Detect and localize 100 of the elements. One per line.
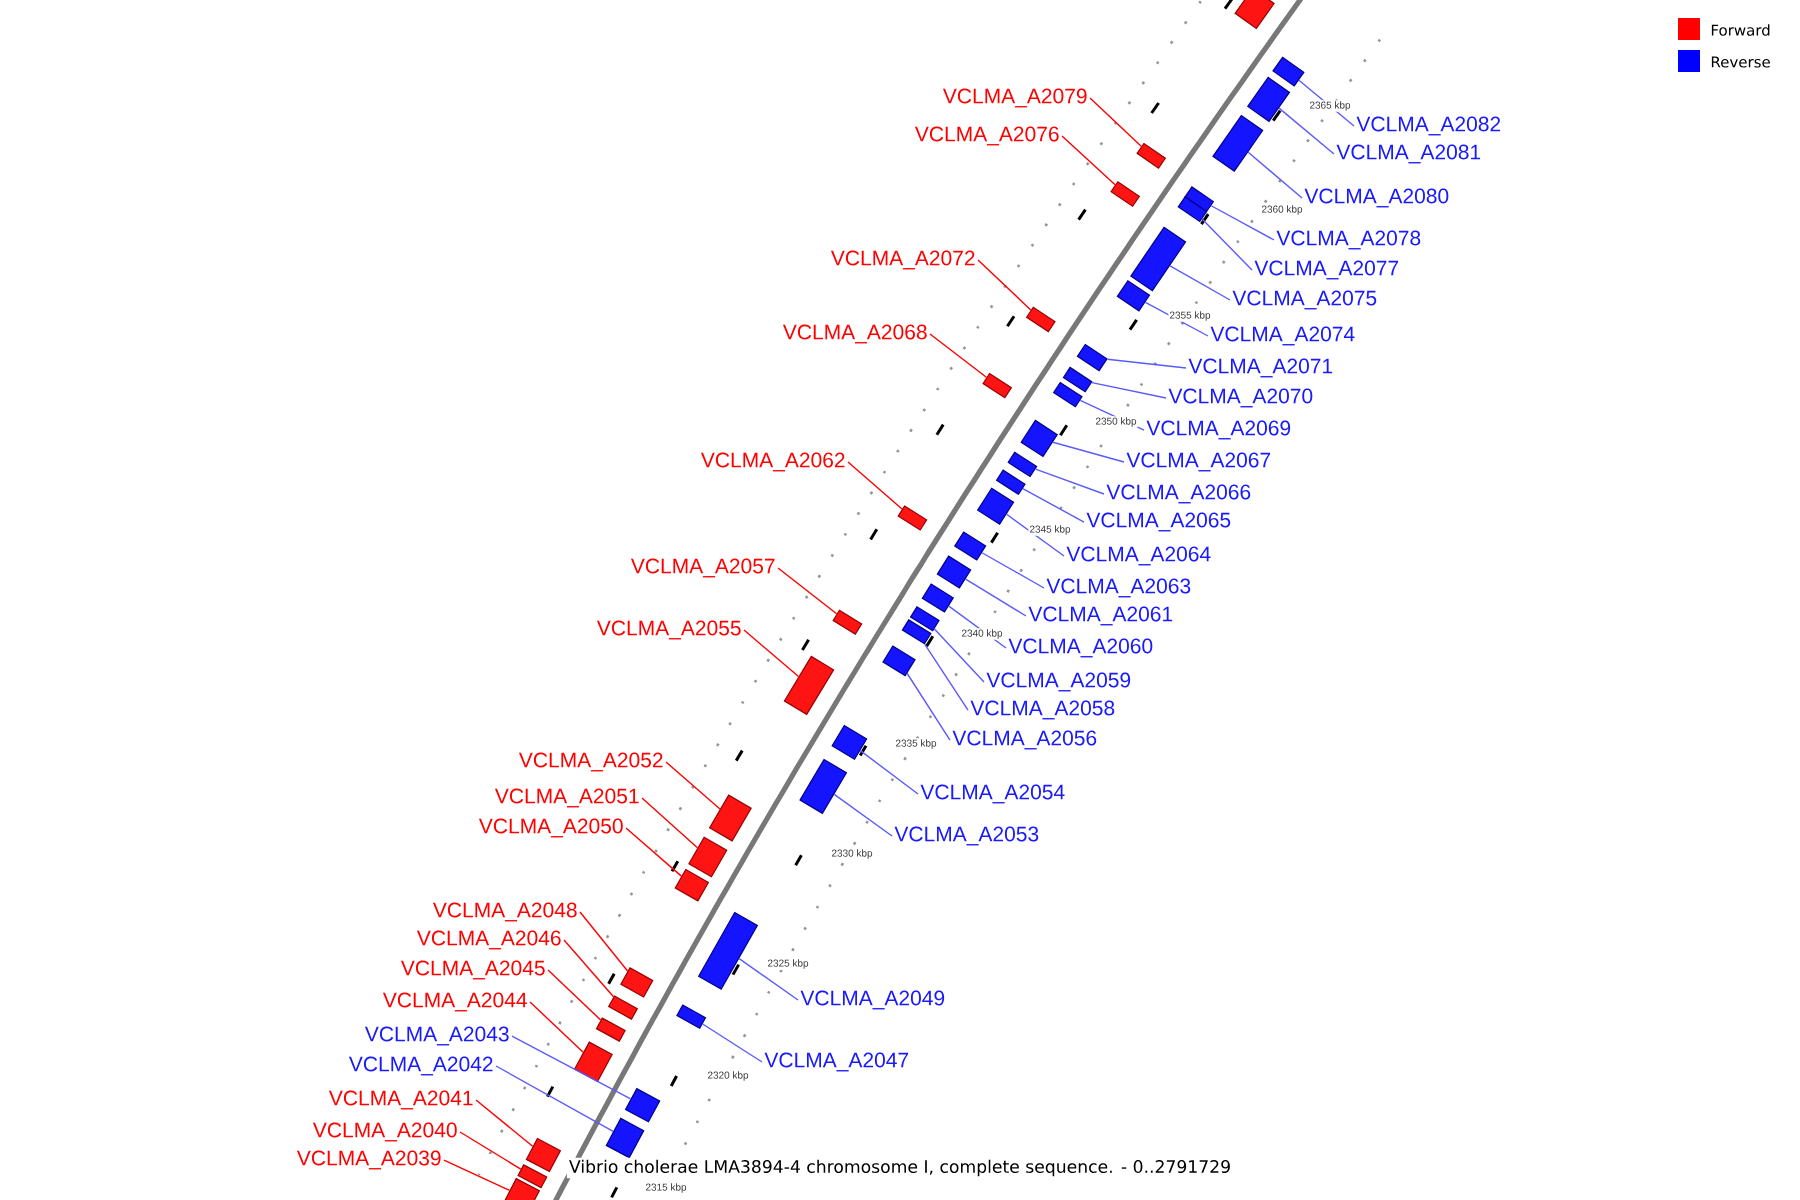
- gene-block: [595, 1017, 626, 1042]
- gene-label: VCLMA_A2059: [986, 672, 1131, 692]
- gene-block: [1007, 451, 1038, 478]
- leader-line: [948, 605, 1007, 649]
- gene-label: VCLMA_A2068: [782, 324, 927, 344]
- leader-line: [738, 957, 799, 1001]
- leader-line: [1005, 513, 1065, 557]
- gene-block: [674, 868, 710, 902]
- leader-line: [906, 672, 951, 741]
- gene-label: VCLMA_A2058: [970, 700, 1115, 720]
- leader-line: [859, 749, 919, 795]
- leader-line: [933, 628, 985, 683]
- gene-block: [921, 583, 955, 613]
- gene-label: VCLMA_A2048: [432, 902, 577, 922]
- leader-line: [977, 259, 1032, 311]
- gene-label: VCLMA_A2070: [1168, 388, 1313, 408]
- leader-line: [1034, 468, 1105, 495]
- leader-line: [1247, 151, 1303, 199]
- gene-block: [1062, 366, 1093, 393]
- gene-block: [1076, 343, 1108, 372]
- leader-line: [833, 793, 893, 837]
- gene-block: [676, 1004, 707, 1029]
- leader-line: [1022, 488, 1085, 523]
- gene-block: [1184, 186, 1215, 213]
- leader-line: [529, 1001, 584, 1053]
- gene-label: VCLMA_A2077: [1254, 260, 1399, 280]
- leader-line: [443, 1159, 511, 1192]
- leader-line: [1079, 399, 1145, 431]
- gene-label: VCLMA_A2057: [630, 558, 775, 578]
- gene-label: VCLMA_A2039: [296, 1150, 441, 1170]
- gene-label: VCLMA_A2050: [478, 818, 623, 838]
- gene-block: [901, 619, 932, 645]
- leader-line: [579, 911, 629, 972]
- leader-line: [1089, 97, 1142, 148]
- gene-label: VCLMA_A2056: [952, 730, 1097, 750]
- leader-line: [1278, 107, 1335, 155]
- gene-block: [605, 1117, 645, 1159]
- gene-label: VCLMA_A2063: [1046, 578, 1191, 598]
- leader-line: [1106, 358, 1187, 369]
- gene-block: [897, 505, 928, 531]
- leader-line: [847, 461, 903, 510]
- gene-label: VCLMA_A2049: [800, 990, 945, 1010]
- leader-line: [563, 939, 615, 998]
- gene-block: [1272, 56, 1305, 87]
- leader-line: [511, 1035, 632, 1100]
- leader-line: [475, 1099, 534, 1147]
- leader-line: [981, 552, 1045, 589]
- gene-label: VCLMA_A2082: [1356, 116, 1501, 136]
- leader-line: [1210, 205, 1275, 241]
- gene-block: [982, 372, 1013, 399]
- leader-line: [964, 578, 1027, 617]
- gene-label: VCLMA_A2062: [700, 452, 845, 472]
- gene-block: [688, 836, 728, 878]
- gene-block: [936, 555, 972, 589]
- gene-label: VCLMA_A2081: [1336, 144, 1481, 164]
- leader-line: [777, 567, 838, 615]
- gene-label: VCLMA_A2066: [1106, 484, 1251, 504]
- gene-label: VCLMA_A2042: [348, 1056, 493, 1076]
- gene-label: VCLMA_A2069: [1146, 420, 1291, 440]
- leader-line: [495, 1065, 614, 1133]
- gene-label: VCLMA_A2045: [400, 960, 545, 980]
- gene-label: VCLMA_A2047: [764, 1052, 909, 1072]
- gene-label: VCLMA_A2067: [1126, 452, 1271, 472]
- gene-label: VCLMA_A2075: [1232, 290, 1377, 310]
- gene-label: VCLMA_A2079: [942, 88, 1087, 108]
- gene-block: [1136, 142, 1167, 169]
- gene-block: [1177, 196, 1208, 223]
- leader-line: [1201, 218, 1253, 271]
- gene-block: [1130, 226, 1187, 292]
- gene-label: VCLMA_A2055: [596, 620, 741, 640]
- gene-label: VCLMA_A2071: [1188, 358, 1333, 378]
- gene-label: VCLMA_A2051: [494, 788, 639, 808]
- leader-line: [1144, 301, 1209, 337]
- gene-label: VCLMA_A2041: [328, 1090, 473, 1110]
- gene-block: [624, 1087, 661, 1123]
- gene-label: VCLMA_A2060: [1008, 638, 1153, 658]
- leader-line: [625, 827, 683, 877]
- leader-line: [1298, 79, 1355, 127]
- gene-block: [503, 1177, 541, 1200]
- leader-line: [1169, 265, 1231, 301]
- gene-label: VCLMA_A2040: [312, 1122, 457, 1142]
- gene-label: VCLMA_A2078: [1276, 230, 1421, 250]
- gene-label: VCLMA_A2046: [416, 930, 561, 950]
- gene-block: [525, 1137, 562, 1173]
- gene-block: [832, 609, 863, 635]
- gene-label: VCLMA_A2052: [518, 752, 663, 772]
- gene-label: VCLMA_A2072: [830, 250, 975, 270]
- gene-block: [1116, 279, 1151, 312]
- gene-label: VCLMA_A2053: [894, 826, 1039, 846]
- leader-line: [641, 797, 699, 849]
- gene-label: VCLMA_A2074: [1210, 326, 1355, 346]
- leader-line: [1052, 441, 1125, 463]
- gene-label: VCLMA_A2064: [1066, 546, 1211, 566]
- leader-line: [1091, 381, 1167, 399]
- gene-label: VCLMA_A2044: [382, 992, 527, 1012]
- leader-line: [665, 761, 721, 810]
- leader-line: [929, 333, 988, 378]
- gene-label: VCLMA_A2080: [1304, 188, 1449, 208]
- gene-label: VCLMA_A2076: [914, 126, 1059, 146]
- leader-line: [924, 643, 969, 711]
